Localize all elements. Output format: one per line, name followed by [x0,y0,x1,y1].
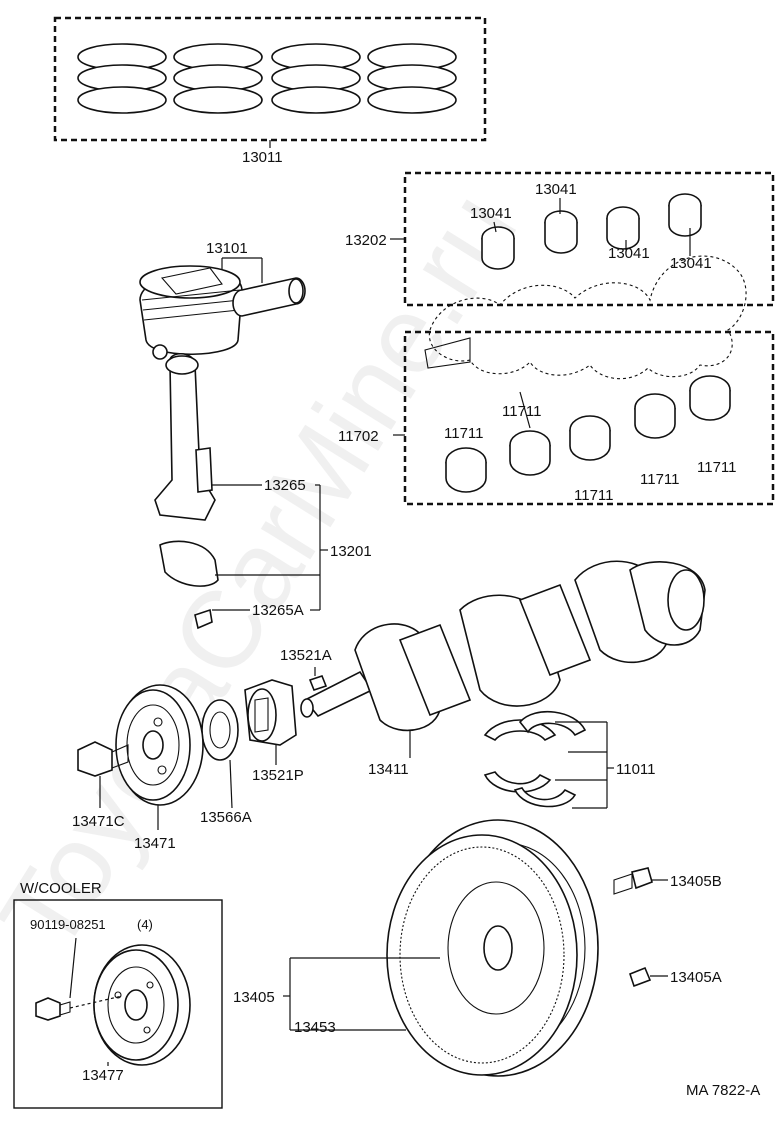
main-bearing-3 [569,415,611,461]
piston-ring-set-1 [77,43,167,114]
label-13041-d: 13041 [670,255,712,272]
rod-bearing-1 [481,226,515,270]
label-13405B: 13405B [670,873,722,890]
label-13411: 13411 [368,761,409,778]
label-13405A: 13405A [670,969,722,986]
diagram-code: MA 7822-A [686,1082,760,1099]
rod-nut [194,608,213,630]
cooler-inset: W/COOLER 90119-08251 (4) 13477 [13,880,223,1109]
main-bearing-group: 11702 11711 11711 11711 11711 11711 [338,330,775,506]
label-13041-c: 13041 [608,245,650,262]
connecting-rod [154,352,216,521]
main-bearing-2 [509,430,551,476]
label-13521P: 13521P [252,767,304,784]
piston-ring-set-group: 13011 [53,16,487,166]
label-13453: 13453 [294,1019,336,1036]
crank-timing-gear: 13521P [244,679,304,784]
label-11711-a: 11711 [502,403,542,420]
rod-bearing-3 [606,206,640,250]
rod-bolt [195,447,213,493]
label-13101: 13101 [206,240,248,257]
piston-assembly: 13101 [139,240,306,360]
rod-bearing-2 [544,210,578,254]
label-90119-qty: (4) [137,917,153,932]
main-bearing-boundary [403,330,775,506]
label-13041-a: 13041 [470,205,512,222]
label-11702: 11702 [338,428,379,445]
label-11711-b: 11711 [444,425,484,442]
cooler-pulley-bolt [35,937,123,1021]
rod-cap [159,540,219,587]
label-13041-b: 13041 [535,181,577,198]
label-13566A: 13566A [200,809,252,826]
piston-ring-set-4 [367,43,457,114]
flywheel-face [386,834,578,1076]
label-13471C: 13471C [72,813,125,830]
cooler-inset-frame [13,899,223,1109]
piston-ring-set-3 [271,43,361,114]
label-13521A: 13521A [280,647,332,664]
piston-ring-set-2 [173,43,263,114]
rod-bearing-group: 13202 13041 13041 13041 13041 [345,171,775,307]
main-bearing-5 [689,375,731,421]
flywheel-assembly: 13405 13453 [233,819,599,1077]
crankshaft-outline [424,255,747,380]
label-13477: 13477 [82,1067,124,1084]
flywheel-bolt: 13405B [613,867,722,895]
label-13471: 13471 [134,835,176,852]
section-label-cooler: W/COOLER [20,880,102,897]
label-13405: 13405 [233,989,275,1006]
label-13202: 13202 [345,232,387,249]
crank-pulley: 13471 [115,684,204,852]
ring-set-boundary [53,16,487,142]
crank-key: 13521A [280,647,332,691]
rod-bearing-4 [668,193,702,237]
label-13201: 13201 [330,543,372,560]
label-13265A: 13265A [252,602,304,619]
connecting-rod-assembly: 13265 13201 13265A [154,352,372,630]
main-bearing-1 [445,447,487,493]
flywheel-dowel-pin: 13405A [629,966,722,988]
label-11711-e: 11711 [697,459,737,476]
thrust-washers: 11011 [483,710,656,809]
ring-gear [399,846,565,1064]
main-bearing-4 [634,393,676,439]
label-11011: 11011 [616,761,656,778]
label-90119: 90119-08251 [30,917,106,932]
cooler-pulley [93,944,191,1066]
label-11711-d: 11711 [640,471,680,488]
crankshaft: 13411 [300,560,706,778]
label-11711-c: 11711 [574,487,614,504]
label-13265: 13265 [264,477,306,494]
piston-pin [232,277,306,317]
label-13011: 13011 [242,149,283,166]
crank-pulley-bolt: 13471C [72,741,129,830]
